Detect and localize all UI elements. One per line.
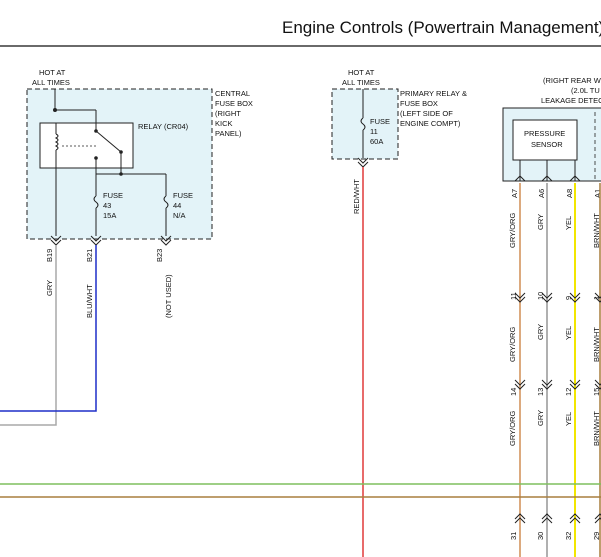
wire-gry-label-3: GRY (536, 410, 545, 426)
wire-gry-label-2: GRY (536, 324, 545, 340)
connector-b23-icon (160, 235, 172, 246)
wire-brn-wht-label-1: BRN/WHT (592, 213, 601, 248)
module-wire-labels-row3: GRY/ORG GRY YEL BRN/WHT (508, 410, 601, 446)
fuse-11-rating: 60A (370, 137, 383, 146)
connector-row-1: 11 10 9 1 (509, 292, 601, 303)
fuse-43-icon (93, 195, 99, 209)
wire-gry-org-label-2: GRY/ORG (508, 327, 517, 362)
central-hot-at-label: HOT AT (39, 68, 66, 77)
pin-b23-label: B23 (155, 249, 164, 262)
fuse-11-label: FUSE (370, 117, 390, 126)
pin-a6-label: A6 (537, 189, 546, 198)
pin-a8-label: A8 (565, 189, 574, 198)
fuse-44-label: FUSE (173, 191, 193, 200)
relay-cr04 (39, 122, 134, 169)
pressure-sensor (512, 119, 578, 161)
fuse-43-label: FUSE (103, 191, 123, 200)
wire-red-wht-label: RED/WHT (352, 179, 361, 214)
central-box-name-2: FUSE BOX (215, 99, 253, 108)
pin-9-label: 9 (564, 296, 573, 300)
wire-gry-label-1: GRY (536, 214, 545, 230)
connector-row-1-icons (514, 292, 601, 303)
module-wire-labels-row1: GRY/ORG GRY YEL BRN/WHT (508, 213, 601, 248)
central-fuse-box: HOT AT ALL TIMES CENTRAL FUSE BOX (RIGHT… (26, 68, 253, 262)
leakage-detection-module: (RIGHT REAR W (2.0L TU LEAKAGE DETEC PRE… (502, 76, 601, 198)
wire-gry-org-label-3: GRY/ORG (508, 411, 517, 446)
fuse-43-rating: 15A (103, 211, 116, 220)
module-header-3: LEAKAGE DETEC (541, 96, 601, 105)
primary-relay-fuse-box: HOT AT ALL TIMES PRIMARY RELAY & FUSE BO… (331, 68, 467, 168)
primary-box-name-2: FUSE BOX (400, 99, 438, 108)
pin-15-label: 15 (592, 388, 601, 396)
fuse-44-rating: N/A (173, 211, 186, 220)
relay-label: RELAY (CR04) (138, 122, 189, 131)
pin-12-label: 12 (564, 388, 573, 396)
pressure-sensor-label-1: PRESSURE (524, 129, 565, 138)
pin-b21-label: B21 (85, 249, 94, 262)
pin-32-label: 32 (564, 532, 573, 540)
page-title: Engine Controls (Powertrain Management) … (282, 18, 601, 37)
pin-a7-label: A7 (510, 189, 519, 198)
pin-a1-label: A1 (593, 189, 601, 198)
module-wire-labels-row2: GRY/ORG GRY YEL BRN/WHT (508, 324, 601, 362)
wire-blu-wht-label: BLU/WHT (85, 284, 94, 318)
module-connector-icons (514, 175, 581, 182)
relay-switch-icon (95, 130, 122, 153)
fuse-44-number: 44 (173, 201, 181, 210)
wire-yel-label-2: YEL (564, 326, 573, 340)
module-header-2: (2.0L TU (571, 86, 600, 95)
pin-b19-label: B19 (45, 249, 54, 262)
pin-14-label: 14 (509, 388, 518, 396)
primary-fuse-box-outline (331, 88, 399, 160)
not-used-label: (NOT USED) (164, 274, 173, 318)
connector-row-3-icons (514, 513, 601, 524)
wire-gry-org-label-1: GRY/ORG (508, 213, 517, 248)
primary-all-times-label: ALL TIMES (342, 78, 380, 87)
connector-row-3: 31 30 32 29 (509, 513, 601, 540)
pin-31-label: 31 (509, 532, 518, 540)
wire-brn-wht-label-3: BRN/WHT (592, 411, 601, 446)
pin-13-label: 13 (536, 388, 545, 396)
wire-gry (0, 245, 57, 426)
central-box-name-4: KICK (215, 119, 233, 128)
fuse-43-number: 43 (103, 201, 111, 210)
pin-11-label: 11 (509, 292, 518, 300)
pin-1-label: 1 (592, 296, 601, 300)
central-box-name-5: PANEL) (215, 129, 242, 138)
central-box-name-1: CENTRAL (215, 89, 250, 98)
relay-coil-icon (54, 133, 59, 151)
pin-29-label: 29 (592, 532, 601, 540)
wire-yel-label-1: YEL (564, 216, 573, 230)
central-box-name-3: (RIGHT (215, 109, 241, 118)
pin-30-label: 30 (536, 532, 545, 540)
fuse-44-icon (163, 195, 169, 209)
module-header-1: (RIGHT REAR W (543, 76, 601, 85)
pressure-sensor-label-2: SENSOR (531, 140, 563, 149)
primary-box-name-4: ENGINE COMPT) (400, 119, 461, 128)
central-all-times-label: ALL TIMES (32, 78, 70, 87)
primary-hot-at-label: HOT AT (348, 68, 375, 77)
pin-10-label: 10 (536, 292, 545, 300)
connector-row-2: 14 13 12 15 (509, 379, 601, 396)
primary-box-name-3: (LEFT SIDE OF (400, 109, 453, 118)
wire-blu-wht (0, 245, 97, 412)
wire-yel-label-3: YEL (564, 412, 573, 426)
wire-gry-label: GRY (45, 280, 54, 296)
primary-box-name-1: PRIMARY RELAY & (400, 89, 467, 98)
connector-row-2-icons (514, 379, 601, 390)
wire-brn-wht-label-2: BRN/WHT (592, 327, 601, 362)
fuse-11-icon (360, 117, 366, 131)
fuse-11-number: 11 (370, 127, 378, 136)
